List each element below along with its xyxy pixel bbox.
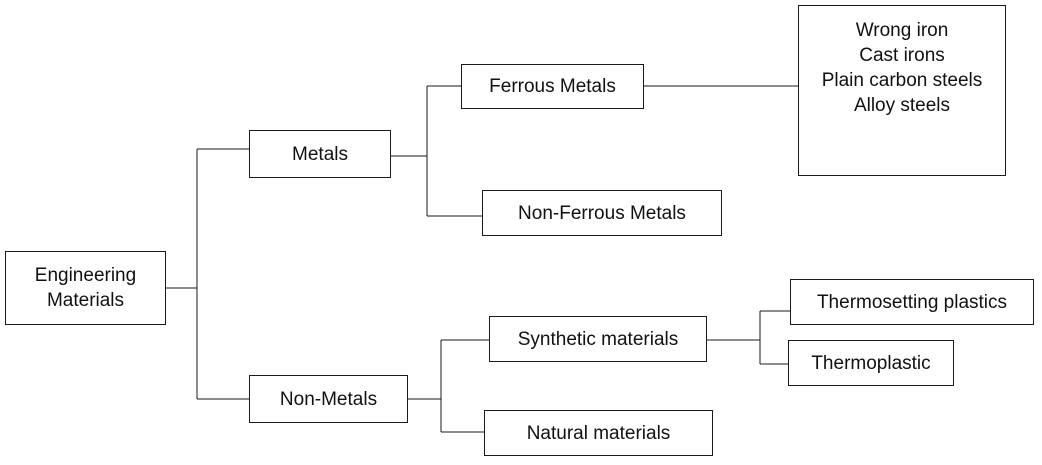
- node-non-ferrous-metals: Non-Ferrous Metals: [482, 190, 722, 236]
- node-thermoplastic: Thermoplastic: [788, 340, 954, 386]
- node-synthetic-materials: Synthetic materials: [489, 316, 707, 362]
- ferrous-list-item: Wrong iron: [855, 20, 949, 41]
- ferrous-list-item: Cast irons: [859, 45, 945, 66]
- node-ferrous-metals: Ferrous Metals: [461, 64, 644, 109]
- node-ferrous-list: Wrong iron Cast irons Plain carbon steel…: [798, 5, 1006, 176]
- node-natural-materials: Natural materials: [484, 410, 713, 456]
- node-metals: Metals: [249, 130, 391, 178]
- ferrous-list-item: Plain carbon steels: [821, 70, 983, 91]
- node-engineering-materials: Engineering Materials: [5, 251, 166, 325]
- node-thermosetting-plastics: Thermosetting plastics: [790, 279, 1034, 325]
- ferrous-list-item: Alloy steels: [853, 95, 951, 116]
- node-non-metals: Non-Metals: [249, 375, 408, 423]
